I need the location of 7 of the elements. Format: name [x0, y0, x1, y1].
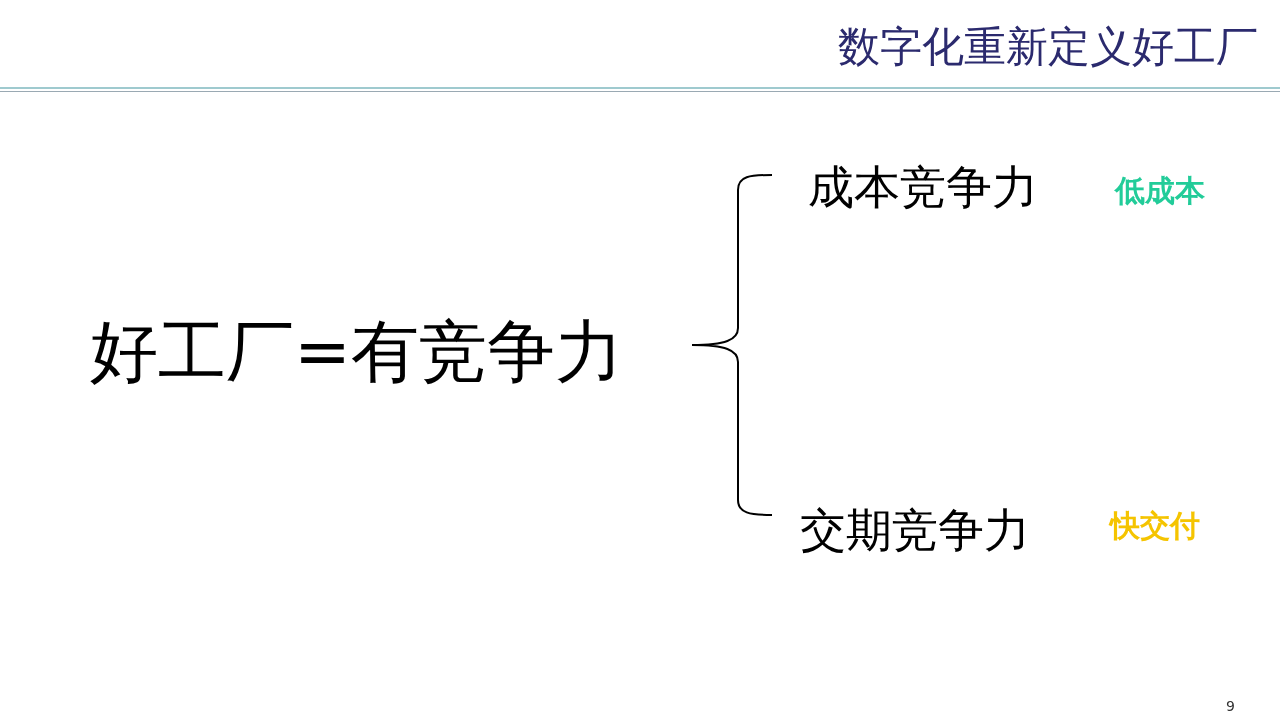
- branch-heading: 成本竞争力: [808, 164, 1038, 210]
- branch-note: 快交付: [1110, 511, 1200, 541]
- branch-heading: 交期竞争力: [800, 507, 1030, 553]
- page-number: 9: [1226, 699, 1235, 713]
- branch-note: 低成本: [1115, 176, 1205, 206]
- slide-title: 数字化重新定义好工厂: [838, 26, 1258, 68]
- main-statement: 好工厂=有竞争力: [90, 318, 623, 386]
